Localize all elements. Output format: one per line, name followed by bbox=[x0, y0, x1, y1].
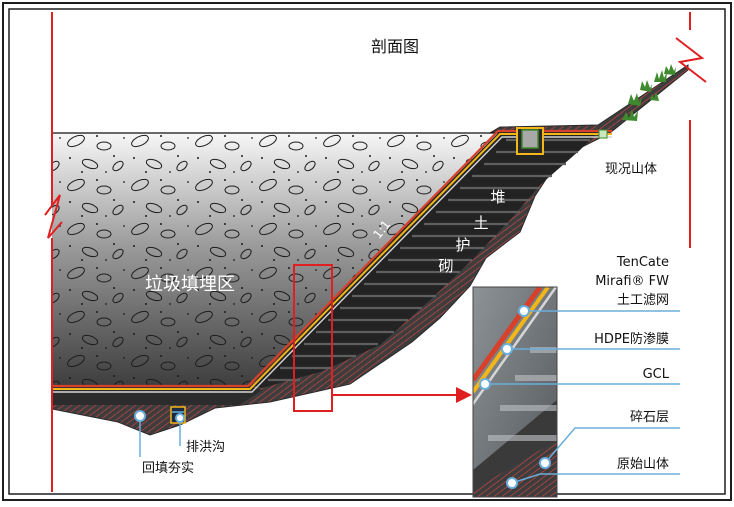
berm-char-2: 土 bbox=[473, 214, 488, 232]
detail-leaders bbox=[139, 310, 680, 484]
berm-char-4: 砌 bbox=[438, 257, 453, 275]
layer-bedrock-label: 原始山体 bbox=[617, 457, 669, 472]
drainage-ditch-label: 排洪沟 bbox=[186, 440, 225, 455]
layer-gravel-label: 碎石层 bbox=[630, 410, 669, 425]
landfill-label: 垃圾填埋区 bbox=[145, 274, 235, 295]
gcl-line bbox=[52, 136, 612, 393]
hdpe-line bbox=[52, 133, 612, 390]
vegetation-icon bbox=[622, 64, 676, 121]
existing-mountain-label: 现况山体 bbox=[605, 162, 657, 177]
layer-gcl-label: GCL bbox=[643, 367, 670, 382]
section-cut-lines bbox=[44, 12, 707, 492]
foundation-band bbox=[52, 386, 262, 405]
layer-geotextile-line3: 土工滤网 bbox=[617, 293, 669, 308]
backfill-label: 回填夯实 bbox=[142, 461, 194, 476]
anchor-marker bbox=[598, 129, 608, 139]
layer-hdpe-label: HDPE防渗膜 bbox=[594, 331, 669, 347]
detail-marker-box bbox=[293, 264, 333, 412]
layer-geotextile-line1: TenCate bbox=[616, 255, 669, 270]
detail-arrow-head bbox=[456, 387, 472, 403]
landfill-pebbles bbox=[52, 133, 498, 386]
berm-char-1: 堆 bbox=[490, 188, 505, 206]
diagram-title: 剖面图 bbox=[371, 37, 419, 56]
geotextile-line bbox=[52, 129, 612, 388]
layer-geotextile-line2: Mirafi® FW bbox=[595, 274, 669, 289]
berm-char-3: 护 bbox=[455, 236, 470, 254]
top-channel-fill bbox=[521, 129, 539, 149]
leader-dots bbox=[134, 305, 551, 489]
berm-stripes bbox=[268, 138, 590, 382]
detail-panel-border bbox=[472, 286, 558, 498]
